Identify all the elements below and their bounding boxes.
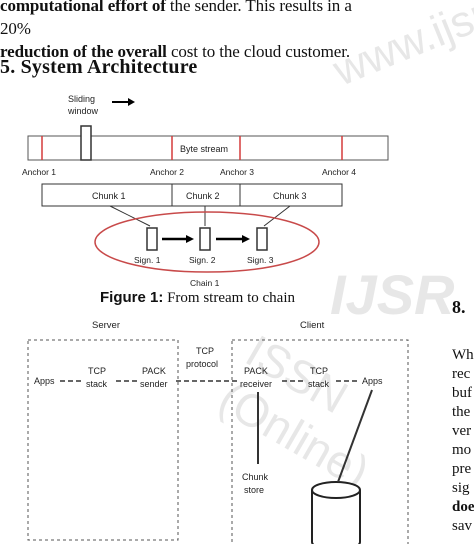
right-line-8: sig <box>452 480 470 496</box>
storage-cylinder-top <box>311 481 361 499</box>
section-heading: 5. System Architecture <box>0 56 198 78</box>
chunk-arrow-3 <box>263 205 291 227</box>
server-label: Server <box>92 320 120 331</box>
tcp-protocol-label-2: protocol <box>186 359 218 369</box>
chunk-store-label: Chunk <box>242 472 269 482</box>
chain-arrow-2-head <box>242 235 250 243</box>
right-column-text: Wh rec buf the ver mo pre sig doe sav <box>452 346 474 536</box>
signature-label-1: Sign. 1 <box>134 255 161 265</box>
anchor-label-3: Anchor 3 <box>220 167 254 177</box>
signature-box-1 <box>146 227 158 251</box>
right-line-3: buf <box>452 385 472 401</box>
pack-sender-label: PACK <box>142 366 166 376</box>
client-label: Client <box>300 320 325 331</box>
tcp-stack-left-label-2: stack <box>86 379 108 389</box>
chunk-box-3 <box>239 183 343 207</box>
tcp-protocol-label: TCP <box>196 346 214 356</box>
figure2-diagram: Server Client Apps TCP stack PACK sender… <box>27 320 409 544</box>
chunk-label-3: Chunk 3 <box>273 191 307 201</box>
tcp-stack-right-label-2: stack <box>308 379 330 389</box>
chain-ellipse <box>94 211 320 273</box>
signature-box-3 <box>256 227 268 251</box>
para-line1-bold: computational effort of <box>0 0 166 15</box>
right-line-5: ver <box>452 423 472 439</box>
anchor-label-2: Anchor 2 <box>150 167 184 177</box>
sliding-window-box <box>80 125 92 161</box>
right-line-9: doe <box>452 499 474 515</box>
right-line-1: Wh <box>452 347 474 363</box>
figure1-caption-text: From stream to chain <box>163 290 295 306</box>
tcp-stack-right-label: TCP <box>310 366 328 376</box>
sliding-window-label-2: window <box>67 106 99 116</box>
tcp-stack-left-label: TCP <box>88 366 106 376</box>
right-line-2: rec <box>452 366 471 382</box>
apps-right-label: Apps <box>362 376 383 386</box>
chunk-store-label-2: store <box>244 485 264 495</box>
pack-sender-label-2: sender <box>140 379 168 389</box>
pack-receiver-label-2: receiver <box>240 379 272 389</box>
client-box <box>231 339 409 544</box>
apps-left-label: Apps <box>34 376 55 386</box>
right-line-7: pre <box>452 461 472 477</box>
sliding-arrow-head <box>128 98 135 106</box>
pack-receiver-label: PACK <box>244 366 268 376</box>
chain-arrow-1-head <box>186 235 194 243</box>
chain-label: Chain 1 <box>190 278 220 288</box>
anchor-label-4: Anchor 4 <box>322 167 356 177</box>
server-box <box>27 339 179 541</box>
chunk-label-1: Chunk 1 <box>92 191 126 201</box>
storage-cylinder <box>311 490 361 544</box>
chunk-label-2: Chunk 2 <box>186 191 220 201</box>
para-line2-bold: reduction of the overall <box>0 42 167 61</box>
figure1-caption: Figure 1: From stream to chain <box>100 289 330 307</box>
body-paragraph: computational effort of the sender. This… <box>0 0 360 63</box>
apps-store-link <box>337 389 373 483</box>
figure1-diagram: Sliding window Byte stream Anchor 1 Anch… <box>22 94 389 288</box>
right-line-6: mo <box>452 442 472 458</box>
right-line-4: the <box>452 404 471 420</box>
right-section-number: 8. <box>452 297 466 317</box>
anchor-label-1: Anchor 1 <box>22 167 56 177</box>
signature-label-2: Sign. 2 <box>189 255 216 265</box>
sliding-window-label: Sliding <box>68 94 95 104</box>
byte-stream-label: Byte stream <box>180 144 228 154</box>
figure1-caption-label: Figure 1: <box>100 289 164 306</box>
signature-box-2 <box>199 227 211 251</box>
para-line2-rest: cost to the cloud customer. <box>166 42 351 61</box>
right-line-10: sav <box>452 518 472 534</box>
signature-label-3: Sign. 3 <box>247 255 274 265</box>
para-line1-rest: the sender. This results in a 20% <box>0 0 352 38</box>
chunk-arrow-1 <box>109 205 151 227</box>
